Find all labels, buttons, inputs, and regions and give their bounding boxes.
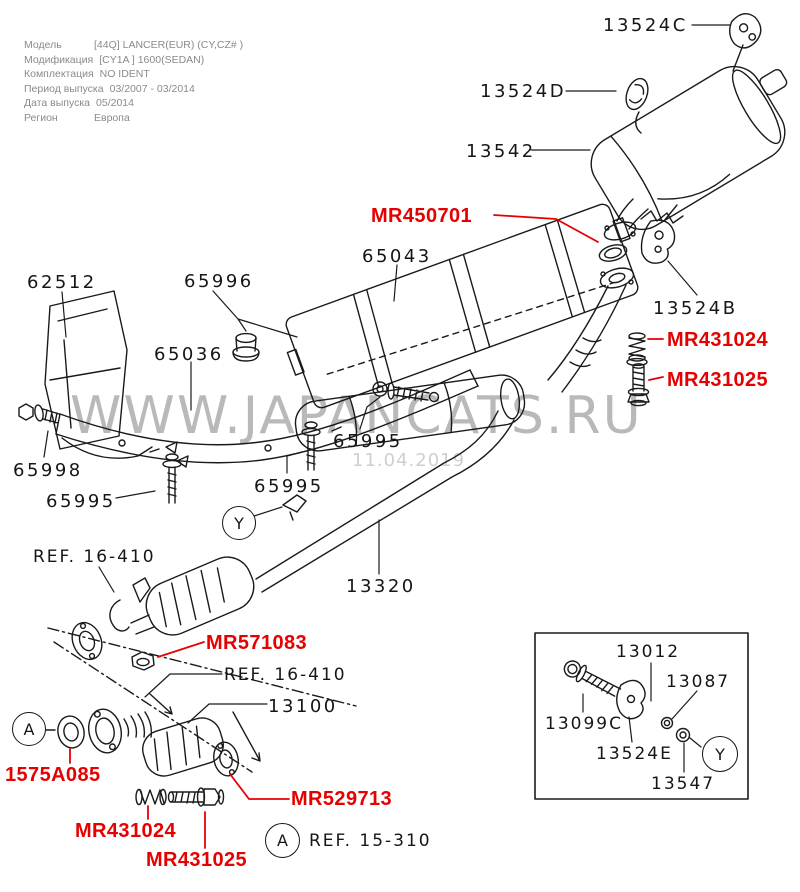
callout-a-2: A [265, 823, 300, 858]
part-label-13547: 13547 [651, 774, 716, 794]
nut-65996 [232, 332, 260, 362]
vehicle-info-row: Модель [44Q] LANCER(EUR) (CY,CZ# ) [24, 38, 243, 53]
screw-65995-center [301, 421, 321, 471]
vehicle-info-row: Регион Европа [24, 111, 243, 126]
gasket-1575a085 [57, 715, 85, 749]
frame-member-65036 [55, 369, 479, 464]
hanger-13524B [640, 219, 676, 264]
pipe-13320 [255, 410, 515, 593]
info-label: Модель [24, 39, 62, 51]
vehicle-info-row: Модификация [CY1A ] 1600(SEDAN) [24, 53, 243, 68]
heat-shield-65043 [285, 203, 639, 409]
vehicle-info-row: Комплектация NO IDENT [24, 67, 243, 82]
red-leader-lines [69, 214, 664, 849]
red-part-label-mr431025-1[interactable]: MR431025 [667, 369, 769, 391]
info-label: Период выпуска [24, 82, 104, 95]
part-label-65043: 65043 [362, 246, 432, 267]
part-label-13320: 13320 [346, 576, 416, 597]
screw-65995-left [162, 453, 182, 504]
part-label-13524b: 13524B [653, 298, 738, 319]
center-muffler [294, 374, 526, 452]
callout-y-2: Y [702, 736, 738, 772]
red-part-label-mr431024-2[interactable]: MR431024 [75, 820, 177, 842]
info-value: [CY1A ] 1600(SEDAN) [99, 53, 205, 66]
inlet-flange [87, 708, 123, 754]
info-label: Комплектация [24, 68, 94, 81]
part-label-65995-2: 65995 [254, 476, 324, 497]
part-label-13099c: 13099C [545, 714, 623, 734]
bolt-mr431025-bottom [167, 787, 225, 807]
red-part-label-mr450701[interactable]: MR450701 [371, 205, 473, 227]
part-label-13100: 13100 [268, 696, 338, 717]
vehicle-info-row: Период выпуска 03/2007 - 03/2014 [24, 82, 243, 97]
info-label: Регион [24, 111, 58, 124]
bracket-13524e [616, 679, 646, 720]
bolt-mr431025-right [627, 363, 650, 407]
part-label-13087: 13087 [666, 672, 731, 692]
part-label-13012: 13012 [616, 642, 681, 662]
part-label-13524d: 13524D [480, 81, 567, 102]
part-label-65995-1: 65995 [46, 491, 116, 512]
front-catalyst [142, 717, 224, 777]
leader-lines [43, 24, 731, 773]
rear-muffler [590, 65, 788, 231]
red-part-label-mr529713[interactable]: MR529713 [291, 788, 393, 810]
part-label-65998: 65998 [13, 460, 83, 481]
screw-65995-upper [372, 381, 440, 403]
info-value: 05/2014 [96, 97, 134, 110]
nut-mr571083 [131, 651, 155, 671]
nut-13547 [675, 727, 691, 743]
vehicle-info-block: Модель [44Q] LANCER(EUR) (CY,CZ# ) Модифи… [24, 38, 243, 126]
watermark-date: 11.04.2019 [352, 450, 466, 471]
part-label-13524c: 13524C [603, 15, 688, 36]
info-label: Модификация [24, 53, 94, 66]
red-part-label-mr431024-1[interactable]: MR431024 [667, 329, 769, 351]
bolt-65998 [18, 403, 60, 424]
hanger-13524C [729, 13, 762, 49]
gasket-mr529713 [213, 741, 239, 777]
ref-label-16-410-1: REF. 16-410 [33, 547, 156, 567]
part-label-65995-3: 65995 [333, 431, 403, 452]
info-value: Европа [94, 111, 130, 124]
spring-mr431024-right [626, 332, 648, 367]
vehicle-info-row: Дата выпуска 05/2014 [24, 96, 243, 111]
ref-label-15-310: REF. 15-310 [309, 831, 432, 851]
callout-y-1: Y [222, 506, 256, 540]
red-part-label-mr571083[interactable]: MR571083 [206, 632, 308, 654]
info-value: [44Q] LANCER(EUR) (CY,CZ# ) [94, 39, 244, 51]
catalytic-converter [145, 556, 255, 636]
part-label-13524e: 13524E [596, 744, 673, 764]
info-value: NO IDENT [99, 68, 150, 81]
bolt-13099c [563, 660, 622, 697]
red-part-label-mr431025-2[interactable]: MR431025 [146, 849, 248, 871]
callout-a-1: A [12, 712, 46, 746]
ref-label-16-410-2: REF. 16-410 [224, 665, 347, 685]
part-label-65036: 65036 [154, 344, 224, 365]
spring-mr431024-bottom [135, 788, 167, 806]
heat-shield-62512 [44, 290, 189, 468]
inset-box [534, 632, 749, 800]
gasket-mr450701 [598, 244, 628, 262]
part-label-62512: 62512 [27, 272, 97, 293]
part-label-65996: 65996 [184, 271, 254, 292]
hanger-13524D [625, 77, 649, 111]
info-label: Дата выпуска [24, 97, 91, 110]
info-value: 03/2007 - 03/2014 [109, 82, 195, 95]
washer-13087 [660, 716, 674, 730]
red-part-label-1575a085[interactable]: 1575A085 [5, 764, 101, 786]
part-label-13542: 13542 [466, 141, 536, 162]
